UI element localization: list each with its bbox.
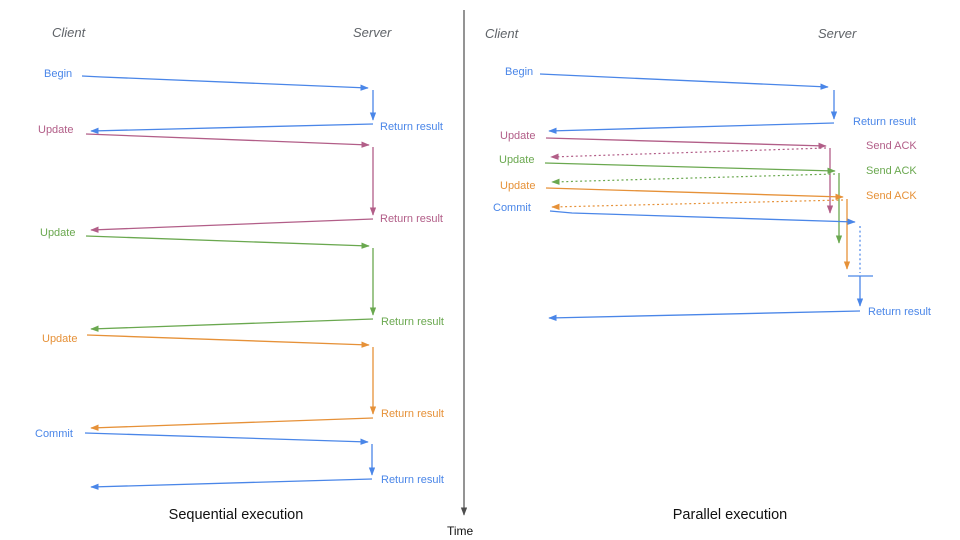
response-line bbox=[90, 123, 374, 135]
request-label: Begin bbox=[505, 66, 533, 78]
parallel-diagram: Client Server Begin Return result Update… bbox=[485, 26, 931, 523]
request-line bbox=[539, 73, 829, 90]
sequential-message-commit: Commit Return result bbox=[35, 428, 444, 490]
request-line bbox=[549, 210, 856, 225]
response-label: Return result bbox=[381, 316, 444, 328]
sequential-message-begin: Begin Return result bbox=[44, 68, 443, 135]
response-label: Send ACK bbox=[866, 140, 917, 152]
response-label: Return result bbox=[380, 213, 443, 225]
request-label: Update bbox=[40, 227, 75, 239]
sequential-client-label: Client bbox=[52, 25, 87, 40]
parallel-server-label: Server bbox=[818, 26, 857, 41]
response-line bbox=[90, 318, 374, 332]
ack-return-line bbox=[550, 147, 827, 160]
request-label: Update bbox=[500, 180, 535, 192]
request-line bbox=[545, 187, 844, 200]
response-line bbox=[90, 417, 374, 431]
parallel-caption: Parallel execution bbox=[673, 507, 787, 523]
request-label: Update bbox=[38, 124, 73, 136]
request-line bbox=[86, 334, 370, 348]
time-axis-label: Time bbox=[447, 524, 474, 538]
request-label: Commit bbox=[493, 202, 531, 214]
response-label: Send ACK bbox=[866, 190, 917, 202]
response-label: Send ACK bbox=[866, 165, 917, 177]
parallel-message-update-1: Update Send ACK bbox=[500, 130, 917, 214]
time-axis: Time bbox=[447, 10, 474, 538]
ack-return-line bbox=[551, 173, 836, 185]
sequential-diagram: Client Server Begin Return result Update… bbox=[35, 25, 444, 523]
parallel-message-begin: Begin Return result bbox=[505, 66, 916, 134]
response-label: Return result bbox=[868, 306, 931, 318]
request-line bbox=[81, 75, 369, 91]
response-label: Return result bbox=[853, 116, 916, 128]
request-line bbox=[85, 133, 370, 148]
parallel-message-update-2: Update Send ACK bbox=[499, 154, 917, 244]
request-line bbox=[84, 432, 369, 445]
request-label: Update bbox=[500, 130, 535, 142]
request-label: Commit bbox=[35, 428, 73, 440]
request-label: Update bbox=[42, 333, 77, 345]
response-label: Return result bbox=[380, 121, 443, 133]
ack-return-line bbox=[551, 199, 844, 211]
request-line bbox=[545, 137, 827, 149]
sequential-message-update-2: Update Return result bbox=[40, 227, 444, 332]
response-line bbox=[90, 218, 374, 233]
request-label: Begin bbox=[44, 68, 72, 80]
response-line bbox=[548, 122, 835, 134]
sequential-message-update-1: Update Return result bbox=[38, 124, 443, 233]
parallel-message-update-3: Update Send ACK bbox=[500, 180, 917, 270]
request-line bbox=[544, 162, 836, 174]
request-label: Update bbox=[499, 154, 534, 166]
sequential-caption: Sequential execution bbox=[169, 507, 304, 523]
response-line bbox=[548, 310, 861, 322]
response-label: Return result bbox=[381, 474, 444, 486]
response-label: Return result bbox=[381, 408, 444, 420]
parallel-message-commit: Commit Return result bbox=[493, 202, 931, 322]
sequential-server-label: Server bbox=[353, 25, 392, 40]
parallel-client-label: Client bbox=[485, 26, 520, 41]
request-line bbox=[85, 235, 370, 249]
response-line bbox=[90, 478, 373, 490]
sequential-message-update-3: Update Return result bbox=[42, 333, 444, 431]
